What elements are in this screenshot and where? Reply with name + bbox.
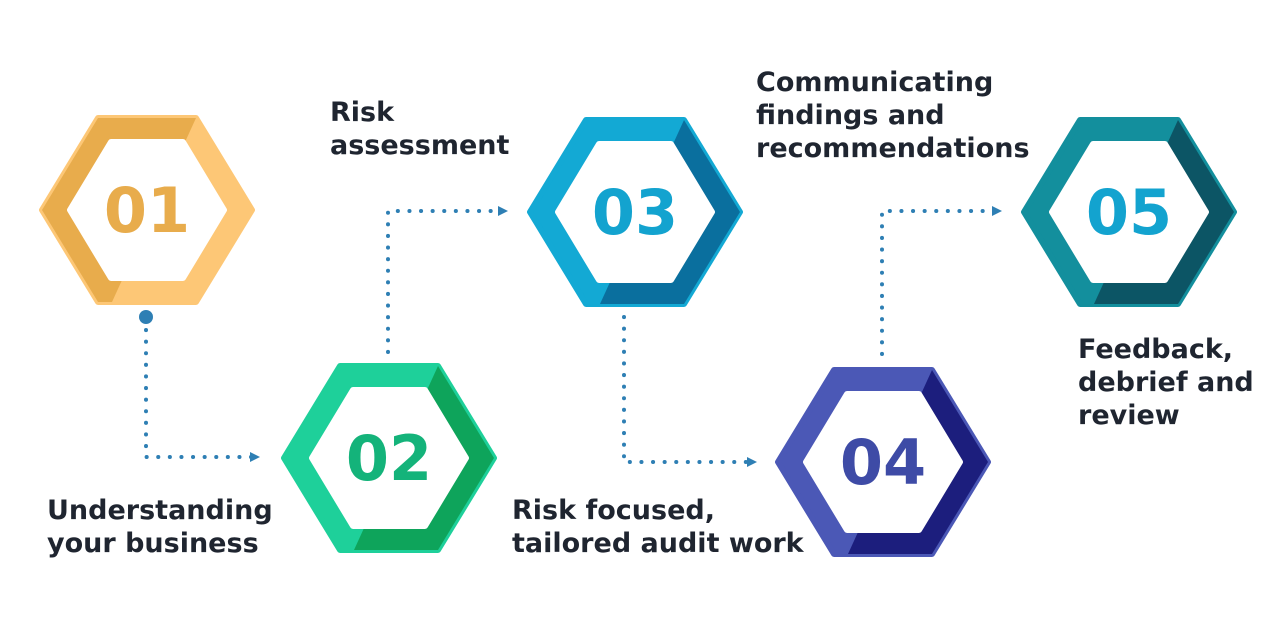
connector-02-03 <box>386 206 508 354</box>
label-line: Risk <box>330 97 395 128</box>
connectors <box>139 206 1002 467</box>
step-number: 02 <box>346 422 432 495</box>
step-04-hexagon: 04 <box>775 367 991 557</box>
label-line: Understanding <box>47 495 273 526</box>
label-line: your business <box>47 528 259 559</box>
label-line: findings and <box>756 100 945 131</box>
label-line: tailored audit work <box>512 528 804 559</box>
label-line: recommendations <box>756 133 1030 164</box>
step-number: 04 <box>840 426 926 499</box>
step-number: 01 <box>104 174 190 247</box>
hex-inner <box>803 391 963 533</box>
label-line: Communicating <box>756 67 994 98</box>
label-line: Risk focused, <box>512 495 715 526</box>
label-line: Feedback, <box>1078 334 1234 365</box>
step-01-hexagon: 01 <box>39 115 255 305</box>
step-02-label: Risk assessment <box>330 96 509 162</box>
step-number: 05 <box>1086 176 1172 249</box>
connector-03-04 <box>622 315 757 467</box>
start-dot <box>139 310 153 324</box>
step-number: 03 <box>592 176 678 249</box>
hex-inner <box>1049 141 1209 283</box>
label-line: review <box>1078 400 1180 431</box>
connector-01-02 <box>144 328 260 462</box>
step-04-label: Communicating findings and recommendatio… <box>756 66 1030 165</box>
label-line: debrief and <box>1078 367 1254 398</box>
hex-inner <box>555 141 715 283</box>
step-05-label: Feedback, debrief and review <box>1078 333 1254 432</box>
hex-inner <box>309 387 469 529</box>
connector-04-05 <box>880 206 1002 356</box>
step-03-label: Risk focused, tailored audit work <box>512 494 804 560</box>
step-01-label: Understanding your business <box>47 494 273 560</box>
step-05-hexagon: 05 <box>1021 117 1237 307</box>
hex-inner <box>67 139 227 281</box>
step-02-hexagon: 02 <box>281 363 497 553</box>
step-03-hexagon: 03 <box>527 117 743 307</box>
label-line: assessment <box>330 130 510 161</box>
